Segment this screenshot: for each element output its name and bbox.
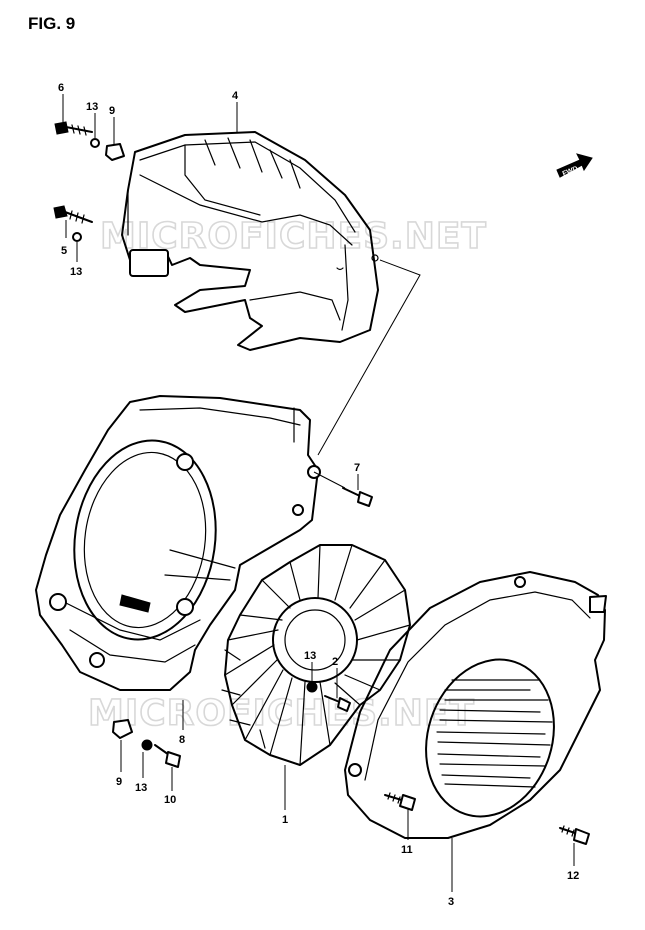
callout-3: 3 [448,896,454,908]
callout-10: 10 [164,794,176,806]
figure-title: FIG. 9 [28,14,76,33]
part-10-bolt [154,744,181,768]
part-1-cooling-fan [221,544,411,766]
part-6-bolt [54,121,93,136]
part-5-bolt [53,205,93,224]
callout-7: 7 [354,462,360,474]
assembly-line-shroud [317,259,421,456]
callout-9-top: 9 [109,105,115,117]
callout-13-top: 13 [86,101,98,113]
forward-arrow-icon: FWD [556,153,593,178]
part-9-nut-b [112,719,133,739]
part-12-screw [559,825,590,845]
callout-5: 5 [61,245,67,257]
callout-12: 12 [567,870,579,882]
watermark-bottom: MICROFICHES.NET [88,693,475,734]
part-11-screw [384,792,416,811]
part-13-washer-b [72,232,82,242]
callout-1: 1 [282,814,288,826]
part-7-screw [342,487,373,507]
assembly-line-screw-7 [313,471,346,489]
callout-13-bottom: 13 [135,782,147,794]
callout-11: 11 [401,844,413,856]
part-13-washer-d [141,739,153,751]
part-9-nut-a [105,143,125,161]
part-4-upper-shroud [121,131,379,351]
callout-13-left: 13 [70,266,82,278]
part-13-washer-c [306,681,318,693]
callout-9-bottom: 9 [116,776,122,788]
part-3-fan-cover [344,571,607,839]
callout-4: 4 [232,90,239,102]
callout-2: 2 [332,656,338,668]
leader-lines [62,94,575,892]
part-13-washer-a [90,138,100,148]
callout-8: 8 [179,734,185,746]
part-8-cylinder-shroud [35,395,321,691]
part-2-bolt [324,695,351,712]
callout-13-fan: 13 [304,650,316,662]
callout-6: 6 [58,82,64,94]
